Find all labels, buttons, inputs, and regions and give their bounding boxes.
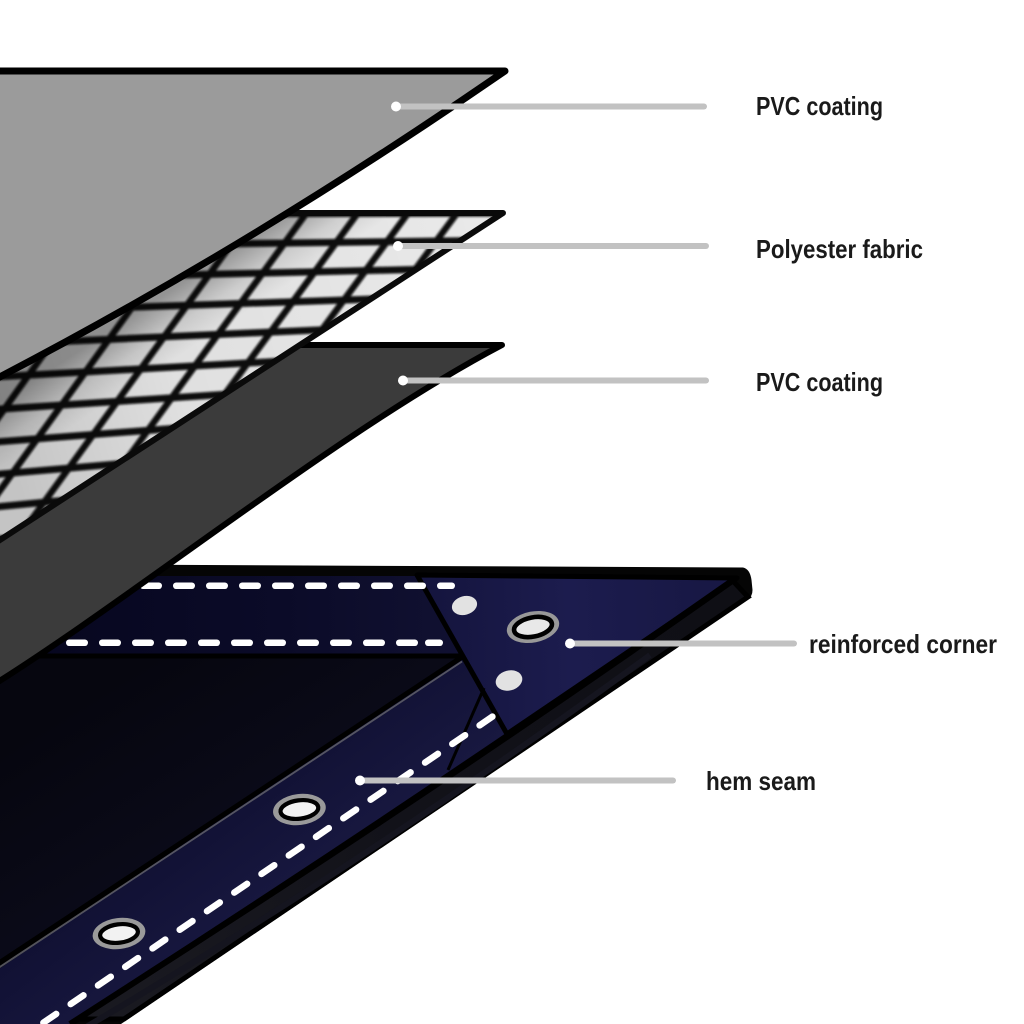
- svg-text:PVC coating: PVC coating: [756, 91, 883, 121]
- svg-text:Polyester fabric: Polyester fabric: [756, 234, 923, 264]
- svg-text:hem seam: hem seam: [706, 766, 816, 796]
- svg-text:PVC coating: PVC coating: [756, 367, 883, 397]
- svg-text:reinforced corner: reinforced corner: [809, 629, 997, 659]
